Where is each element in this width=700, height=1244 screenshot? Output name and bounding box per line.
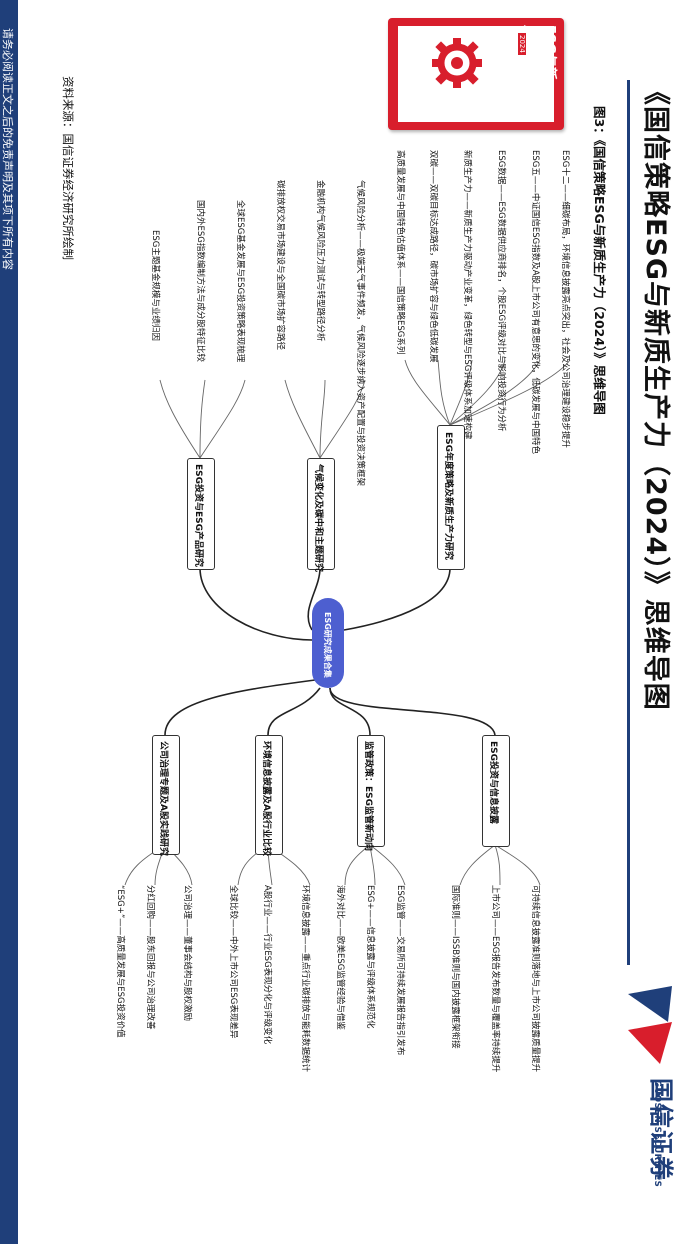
branch-label: 监管政策：ESG监管新动向 — [363, 741, 376, 851]
leaf-text: 双碳——双碳目标达成路径，碳市场扩容与绿色低碳发展 — [428, 150, 440, 363]
leaf-text: A股行业——行业ESG表现分化与评级变化 — [262, 885, 274, 1044]
leaf-text: ESG五——中证国信ESG指数及A股上市公司有意思的变化，低碳发展与中国特色 — [530, 150, 542, 454]
branch-label: ESG年度策略及新质生产力研究 — [443, 432, 456, 560]
leaf-text: 全球比较——中外上市公司ESG表现差异 — [228, 885, 240, 1038]
leaf-text: 国内外ESG指数编制方法与成分股特征比较 — [195, 200, 207, 362]
branch-label: 气候变化及碳中和主题研究 — [313, 464, 326, 572]
branch-label: 环境信息披露及A股行业比较 — [261, 741, 274, 856]
branch-label: 公司治理专题及A股实践研究 — [158, 741, 171, 856]
leaf-text: 金融机构气候风险压力测试与转型路径分析 — [315, 180, 327, 342]
leaf-text: 气候风险分析——极端天气事件频发，气候风险逐步纳入资产配置与投资决策框架 — [355, 180, 367, 486]
leaf-text: 上市公司——ESG报告发布数量与覆盖率持续提升 — [490, 885, 502, 1072]
leaf-text: 新质生产力——新质生产力驱动产业变革，绿色转型与ESG评级体系加速构建 — [462, 150, 474, 439]
leaf-text: ESG监管——交易所可持续发展报告指引发布 — [395, 885, 407, 1055]
leaf-text: 全球ESG基金发展与ESG投资策略表现梳理 — [235, 200, 247, 362]
mindmap-center-label: ESG研究成果合集 — [322, 612, 333, 678]
leaf-text: 高质量发展与中国特色估值体系——国信策略ESG系列 — [395, 150, 407, 354]
leaf-text: 碳排放权交易市场建设与全国碳市场扩容路径 — [275, 180, 287, 350]
leaf-text: ESG主题基金规模与业绩归因 — [150, 230, 162, 341]
leaf-text: 海外对比——欧美ESG监管经验与借鉴 — [335, 885, 347, 1030]
branch-label: ESG投资与ESG产品研究 — [193, 464, 206, 567]
branch-label: ESG投资与信息披露 — [488, 741, 501, 824]
leaf-text: ESG+——信息披露与评级体系规范化 — [365, 885, 377, 1028]
leaf-text: 分红回购——股东回报与公司治理改善 — [145, 885, 157, 1030]
leaf-text: ESG数据——ESG数据供应商排名，个股ESG评级对比与影响投资行为分析 — [496, 150, 508, 432]
leaf-text: “ESG+”——高质量发展与ESG投资价值 — [115, 885, 127, 1038]
leaf-text: 环境信息披露——重点行业碳排放与能耗数据统计 — [300, 885, 312, 1072]
leaf-text: 国际准则——ISSB准则与国内披露框架衔接 — [450, 885, 462, 1049]
leaf-text: ESG十二——细碳布局，环境信息披露亮点突出，社会及公司治理建设稳步提升 — [560, 150, 572, 448]
leaf-text: 公司治理——董事会结构与股权激励 — [182, 885, 194, 1021]
leaf-text: 可持续信息披露准则落地与上市公司披露质量提升 — [530, 885, 542, 1072]
